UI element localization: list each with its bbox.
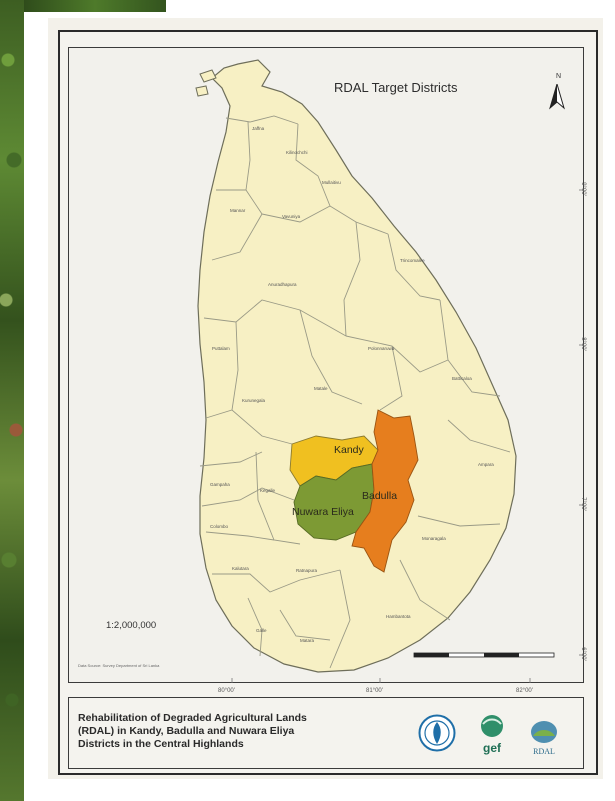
district-badulla <box>351 409 419 573</box>
district-label: Matara <box>300 638 315 643</box>
label-badulla: Badulla <box>362 490 398 502</box>
gef-logo: gef <box>481 715 503 755</box>
district-label: Colombo <box>210 524 229 529</box>
district-label: Kalutara <box>232 566 249 571</box>
gef-logo-text: gef <box>483 741 502 755</box>
district-label: Mannar <box>230 208 246 213</box>
background-photo-top <box>24 0 166 12</box>
district-label: Jaffna <box>252 126 265 131</box>
rdal-logo-text: RDAL <box>533 747 555 756</box>
background-photo <box>0 0 24 801</box>
latitude-label: 6°00' <box>579 647 586 661</box>
district-label: Anuradhapura <box>268 282 297 287</box>
district-label: Vavuniya <box>282 214 301 219</box>
legend-title: Rehabilitation of Degraded Agricultural … <box>78 712 398 751</box>
label-kandy: Kandy <box>334 444 364 456</box>
scale-ratio: 1:2,000,000 <box>106 620 157 631</box>
district-label: Polonnaruwa <box>368 346 395 351</box>
map-title: RDAL Target Districts <box>334 80 458 95</box>
island-land <box>197 59 517 673</box>
district-label: Mullaitivu <box>322 180 341 185</box>
legend-title-line: (RDAL) in Kandy, Badulla and Nuwara Eliy… <box>78 725 295 737</box>
fao-logo <box>418 714 456 752</box>
latitude-label: 9°00' <box>579 182 586 196</box>
district-label: Hambantota <box>386 614 411 619</box>
district-label: Puttalam <box>212 346 230 351</box>
district-label: Matale <box>314 386 328 391</box>
district-borders <box>199 115 511 669</box>
district-label: Kurunegala <box>242 398 266 403</box>
latitude-label: 8°00' <box>579 337 586 351</box>
district-label: Galle <box>256 628 267 633</box>
north-label: N <box>556 73 562 80</box>
scale-bar <box>413 652 555 658</box>
legend-title-line: Districts in the Central Highlands <box>78 738 244 750</box>
longitude-label: 81°00' <box>366 688 383 694</box>
rdal-logo: RDAL <box>531 721 557 756</box>
legend-title-line: Rehabilitation of Degraded Agricultural … <box>78 712 307 724</box>
label-nuwara-eliya: Nuwara Eliya <box>292 506 354 518</box>
longitude-label: 82°00' <box>516 688 533 694</box>
district-label: Ampara <box>478 462 494 467</box>
district-label: Trincomalee <box>400 258 425 263</box>
district-label: Kilinochchi <box>286 150 308 155</box>
district-label: Ratnapura <box>296 568 318 573</box>
longitude-label: 80°00' <box>218 688 235 694</box>
district-label: Batticaloa <box>452 376 472 381</box>
graticule-ticks <box>231 189 584 683</box>
district-label: Monaragala <box>422 536 446 541</box>
jaffna-islets <box>195 69 217 97</box>
source-note: Data Source: Survey Department of Sri La… <box>78 663 160 668</box>
north-arrow-icon <box>549 84 565 110</box>
district-label: Gampaha <box>210 482 230 487</box>
district-label: Kegalle <box>260 488 276 493</box>
latitude-label: 7°00' <box>579 497 586 511</box>
